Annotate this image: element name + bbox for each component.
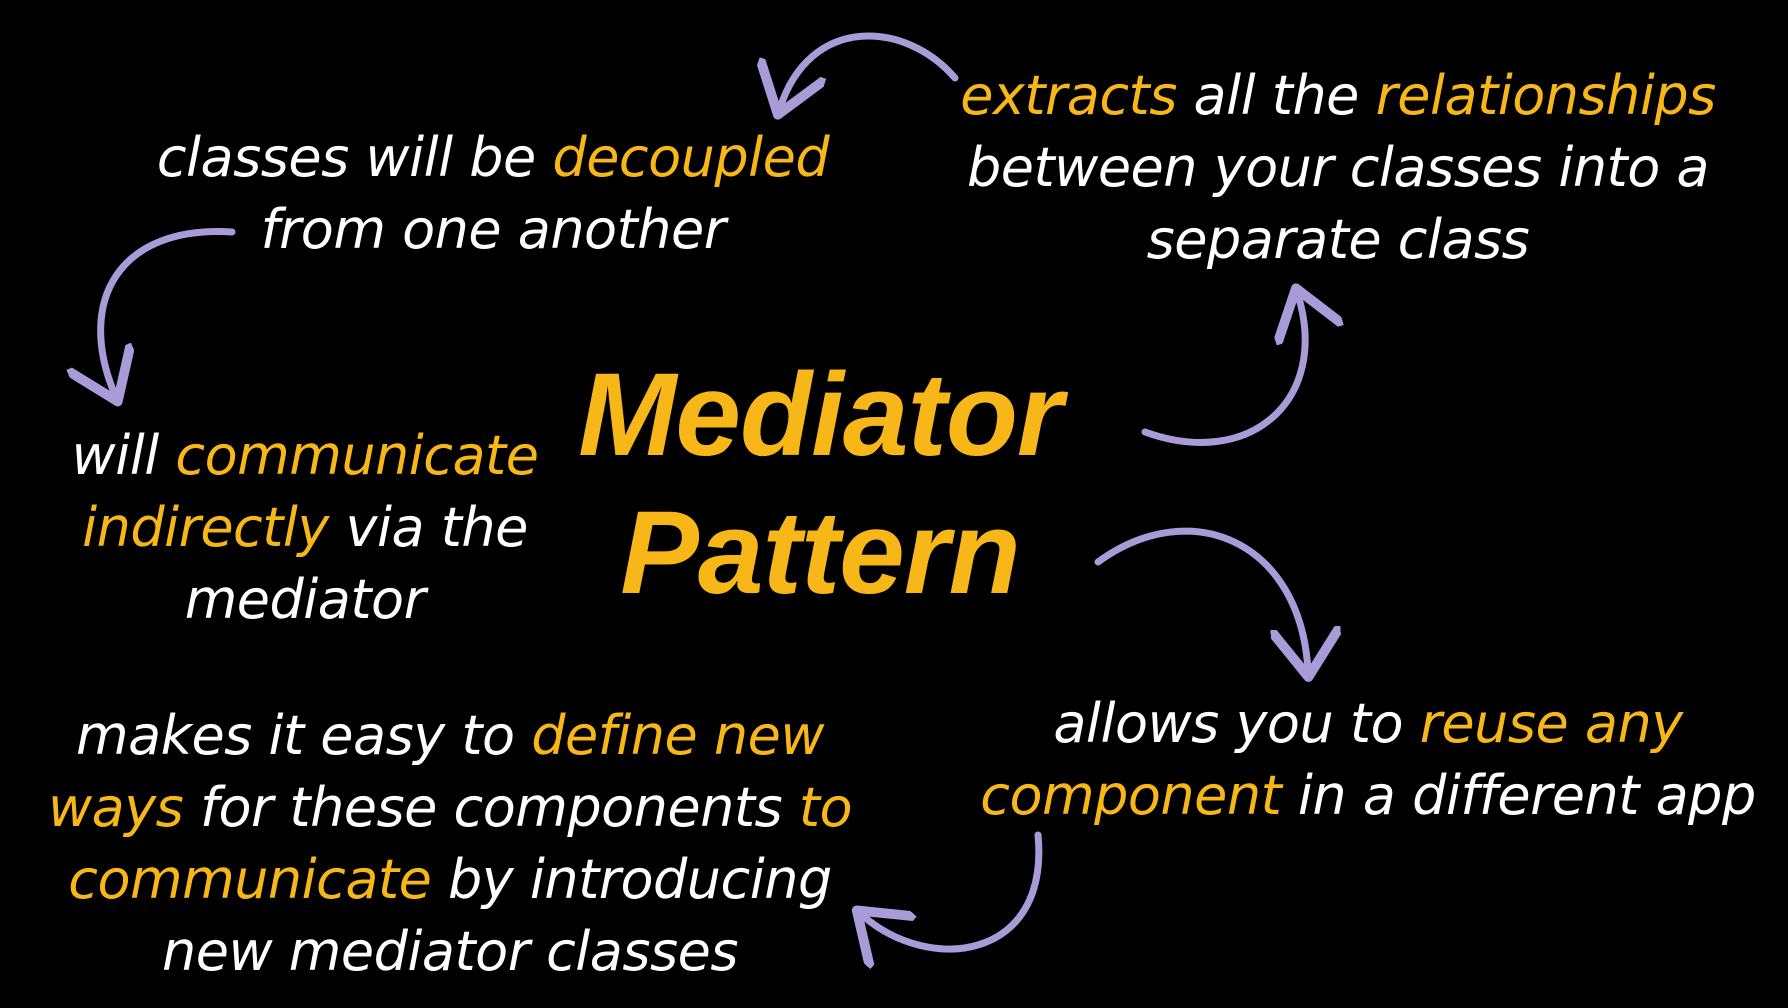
note-communicate: will communicate indirectly via the medi… — [40, 420, 570, 636]
note-extracts-line-2: between your classes into a — [966, 136, 1710, 199]
highlight-relationships: relationships — [1375, 64, 1717, 127]
note-communicate-line-2: indirectly via the — [40, 492, 570, 564]
note-text: makes it easy to — [75, 704, 532, 767]
title-line-2: Pattern — [620, 487, 1021, 619]
note-text: by introducing — [431, 848, 832, 911]
arrow-extracts-to-decoupled — [780, 32, 959, 108]
highlight-reuse-any: reuse any — [1419, 692, 1683, 755]
highlight-decoupled: decoupled — [552, 126, 830, 189]
note-communicate-line-1: will communicate — [40, 420, 570, 492]
note-define-line-2: ways for these components to — [40, 772, 860, 844]
highlight-ways: ways — [47, 776, 184, 839]
note-decoupled-line-1: classes will be decoupled — [128, 122, 858, 194]
highlight-extracts: extracts — [960, 64, 1177, 127]
note-define-line-3: communicate by introducing — [40, 844, 860, 916]
arrow-decoupled-to-communicate — [101, 228, 236, 395]
title-line-1: Mediator — [578, 349, 1063, 481]
note-text: allows you to — [1053, 692, 1420, 755]
highlight-communicate-2: communicate — [68, 848, 432, 911]
note-text: via the — [328, 496, 529, 559]
note-text: all the — [1176, 64, 1376, 127]
note-extracts: extracts all the relationships between y… — [948, 60, 1728, 276]
note-text: will — [71, 424, 176, 487]
note-text: for these components — [183, 776, 799, 839]
note-define-line-1: makes it easy to define new — [40, 700, 860, 772]
note-reuse-line-1: allows you to reuse any — [958, 688, 1778, 760]
note-define: makes it easy to define new ways for the… — [40, 700, 860, 988]
note-extracts-line-1: extracts all the relationships — [948, 60, 1728, 132]
highlight-indirectly: indirectly — [82, 496, 329, 559]
highlight-define-new: define new — [531, 704, 825, 767]
note-text: classes will be — [156, 126, 553, 189]
highlight-to: to — [798, 776, 853, 839]
note-reuse-line-2: component in a different app — [958, 760, 1778, 832]
note-decoupled-line-2: from one another — [260, 198, 726, 261]
arrow-reuse-to-define — [862, 831, 1043, 949]
note-communicate-line-3: mediator — [184, 568, 426, 631]
arrow-title-to-extracts — [1141, 295, 1305, 446]
note-define-line-4: new mediator classes — [162, 920, 738, 983]
note-reuse: allows you to reuse any component in a d… — [958, 688, 1778, 832]
highlight-communicate: communicate — [175, 424, 539, 487]
arrow-title-to-reuse — [1094, 527, 1308, 670]
highlight-component: component — [980, 764, 1282, 827]
note-extracts-line-3: separate class — [1146, 208, 1530, 271]
note-decoupled: classes will be decoupled from one anoth… — [128, 122, 858, 266]
note-text: in a different app — [1281, 764, 1756, 827]
